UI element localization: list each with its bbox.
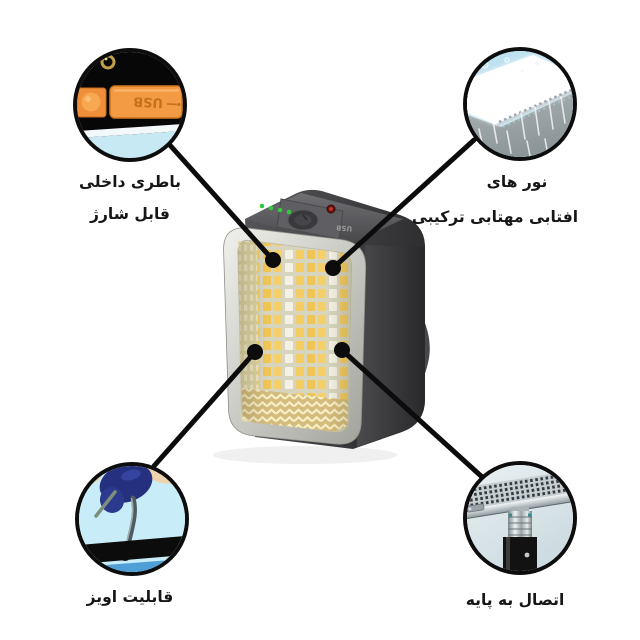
- callout-line-stand-mount: [339, 347, 484, 479]
- callout-label-hanging: قابلیت اویز: [86, 588, 174, 606]
- hanging-hook-photo: [79, 466, 185, 572]
- callout-circle-battery: USB: [73, 48, 187, 162]
- dc-port-cover: [77, 87, 107, 118]
- callout-label-light-modes-line1: نور های: [486, 173, 548, 191]
- callout-label-battery-line2: قابل شارژ: [90, 205, 170, 223]
- callout-circle-hanging: [75, 462, 189, 576]
- mount-cylinder: [508, 507, 532, 537]
- led-array: [237, 239, 353, 433]
- callout-dot-light-modes: [325, 260, 341, 276]
- wall-background: [467, 93, 573, 157]
- usb-port-cover: USB: [109, 85, 183, 119]
- callout-label-stand-mount: اتصال به پایه: [465, 591, 565, 609]
- device-shadow: [213, 446, 397, 464]
- panel-edge-black: [79, 536, 185, 564]
- power-button-red: [326, 204, 336, 214]
- panel-edge-strip: [77, 124, 183, 138]
- battery-ports-photo: USB: [77, 52, 183, 158]
- stand-mount-photo: [467, 465, 573, 571]
- callout-line-hanging: [151, 349, 258, 469]
- stand-pole: [503, 537, 537, 571]
- device-usb-marking: USB: [336, 223, 353, 232]
- callout-circle-light-modes: [463, 47, 577, 161]
- mount-latch: [467, 503, 485, 513]
- callout-dot-hanging: [247, 344, 263, 360]
- usb-port-label: USB: [133, 93, 164, 110]
- callout-circle-stand-mount: [463, 461, 577, 575]
- mode-dial: [287, 209, 319, 231]
- hanging-ring: [100, 54, 116, 70]
- device-side-panel: [357, 245, 425, 447]
- callout-dot-battery: [265, 252, 281, 268]
- power-indicator-lights: [259, 203, 292, 215]
- callout-dot-stand-mount: [334, 342, 350, 358]
- side-rod: [94, 490, 117, 518]
- callout-label-battery-line1: باطری داخلی: [79, 173, 181, 191]
- callout-line-light-modes: [330, 137, 477, 271]
- callout-line-battery: [165, 140, 276, 263]
- callout-label-light-modes-line2: افتابی مهتابی ترکیبی: [411, 208, 579, 226]
- glowing-panel-photo: [467, 51, 573, 157]
